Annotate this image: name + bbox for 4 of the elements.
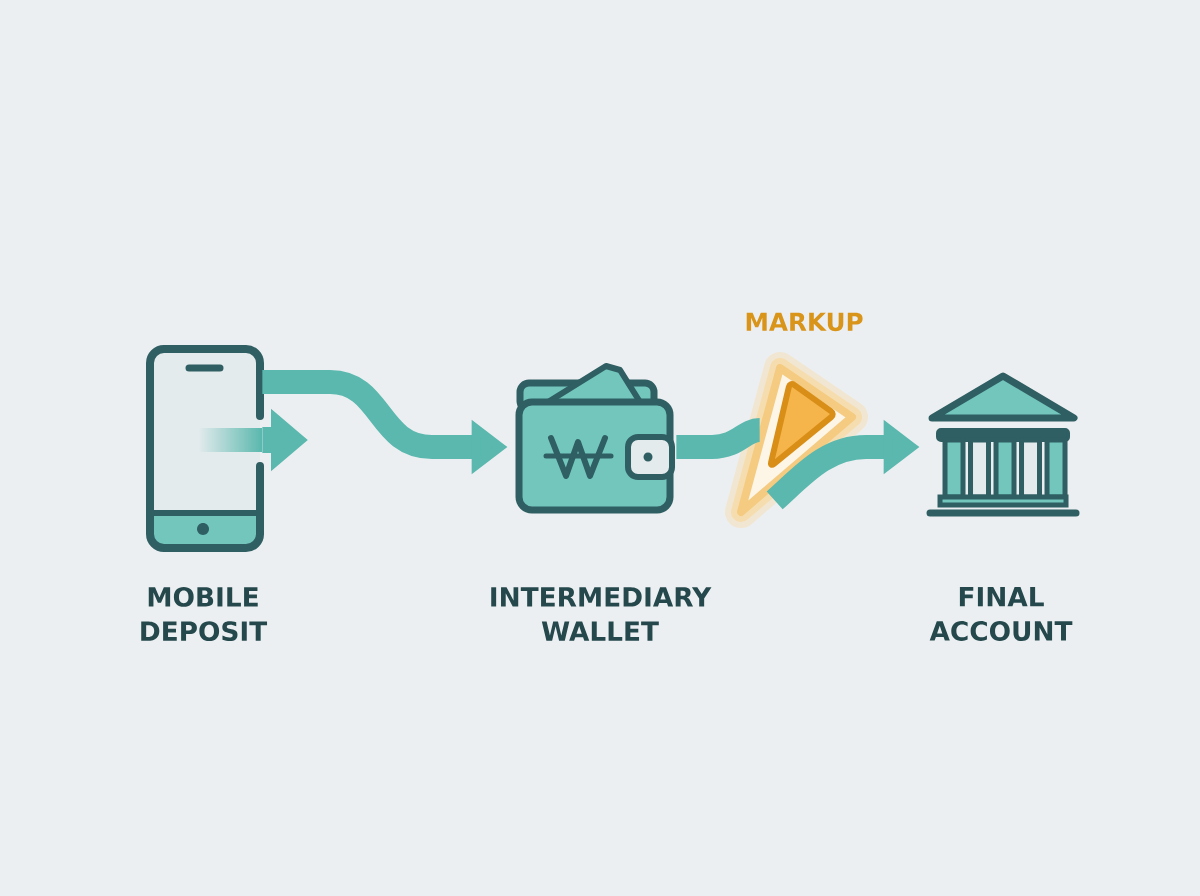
node-label: INTERMEDIARY WALLET	[491, 587, 712, 641]
node-label: FINAL ACCOUNT	[929, 587, 1073, 641]
node-label: MOBILE DEPOSIT	[141, 586, 268, 642]
node-label: MARKUP	[746, 312, 863, 332]
